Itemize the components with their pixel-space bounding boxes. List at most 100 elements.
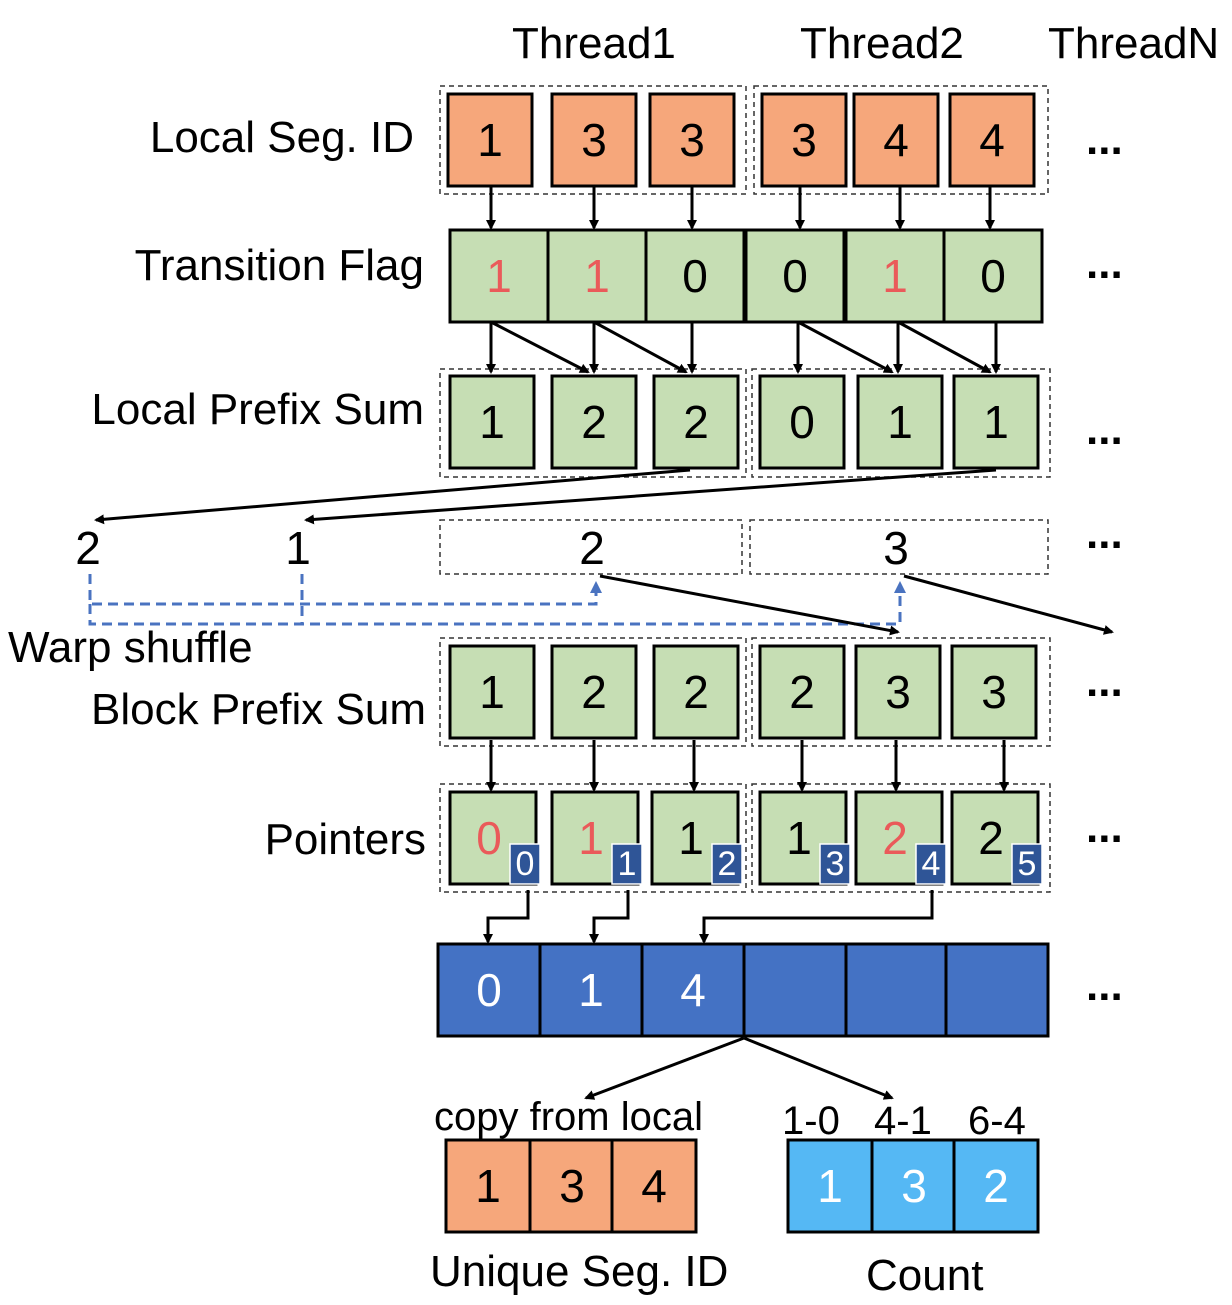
transition-flag-value: 0 <box>682 250 708 302</box>
row-label-block-prefix-sum: Block Prefix Sum <box>91 685 426 734</box>
pointer-value: 1 <box>578 812 604 864</box>
count-cell: 3 <box>870 1138 958 1234</box>
output-array-box <box>944 942 1050 1038</box>
block-prefix-sum-box <box>854 644 942 740</box>
thread-total-2: 1 <box>285 522 311 574</box>
output-array-cell: 4 <box>640 942 746 1038</box>
local-prefix-sum-box <box>550 374 638 470</box>
output-array-cell <box>742 942 848 1038</box>
warp-shuffle-arrows <box>88 574 906 626</box>
transition-flag-value: 1 <box>882 250 908 302</box>
ellipsis-offsets: ... <box>1086 509 1123 558</box>
arrows-pointers-to-output <box>483 890 934 944</box>
local-seg-id-cell: 1 <box>446 92 534 188</box>
transition-flag-cell: 1 <box>546 228 648 324</box>
transition-flag-cell: 0 <box>644 228 746 324</box>
block-prefix-sum-value: 1 <box>479 666 505 718</box>
local-prefix-sum-cell: 0 <box>758 374 846 470</box>
block-prefix-sum-cell: 2 <box>652 644 740 740</box>
count-box <box>870 1138 958 1234</box>
local-prefix-sum-value: 1 <box>983 396 1009 448</box>
pointer-index-value: 4 <box>922 845 941 883</box>
transition-flag-value: 0 <box>980 250 1006 302</box>
unique-seg-id-cell: 1 <box>444 1138 532 1234</box>
ellipsis-pointers: ... <box>1086 803 1123 852</box>
count-cell: 2 <box>952 1138 1040 1234</box>
pointer-index-box <box>611 843 643 885</box>
thread-header-1: Thread1 <box>512 19 676 68</box>
group-box-pointers-t2 <box>751 783 1051 893</box>
local-prefix-sum-box <box>448 374 536 470</box>
block-prefix-sum-cell: 2 <box>758 644 846 740</box>
output-array-cell: 0 <box>436 942 542 1038</box>
ellipsis-transition-flag: ... <box>1086 239 1123 288</box>
output-array-cell <box>944 942 1050 1038</box>
block-prefix-sum-cell: 1 <box>448 644 536 740</box>
pointer-value: 0 <box>476 812 502 864</box>
pointer-index-box <box>915 843 947 885</box>
local-seg-id-value: 4 <box>979 114 1005 166</box>
thread-offset-2: 3 <box>883 522 909 574</box>
block-prefix-sum-box <box>950 644 1038 740</box>
pointer-value: 1 <box>786 812 812 864</box>
pointer-box <box>950 790 1040 886</box>
local-seg-id-box <box>446 92 534 188</box>
block-prefix-sum-cell: 2 <box>550 644 638 740</box>
arrows-offset-propagation <box>599 574 1114 636</box>
transition-flag-cell: 0 <box>744 228 846 324</box>
local-seg-id-cell: 3 <box>648 92 736 188</box>
pointer-index-value: 3 <box>826 845 845 883</box>
transition-flag-cell: 1 <box>448 228 550 324</box>
caption-copy-from-local: copy from local <box>434 1095 703 1139</box>
output-array-box <box>436 942 542 1038</box>
group-box-block-prefix-t2 <box>751 637 1051 747</box>
count-value: 3 <box>901 1160 927 1212</box>
count-box <box>952 1138 1040 1234</box>
count-cell: 1 <box>786 1138 874 1234</box>
local-seg-id-value: 3 <box>679 114 705 166</box>
pointer-index-box <box>1011 843 1043 885</box>
thread-header-2: Thread2 <box>800 19 964 68</box>
local-seg-id-cell: 3 <box>760 92 848 188</box>
local-seg-id-cell: 4 <box>852 92 940 188</box>
output-array-box <box>742 942 848 1038</box>
local-prefix-sum-value: 1 <box>887 396 913 448</box>
count-value: 1 <box>817 1160 843 1212</box>
count-formula-3: 6-4 <box>968 1099 1026 1143</box>
local-seg-id-cell: 4 <box>948 92 1036 188</box>
local-prefix-sum-cell: 1 <box>856 374 944 470</box>
unique-seg-id-box <box>528 1138 616 1234</box>
output-array-box <box>538 942 644 1038</box>
block-prefix-sum-value: 2 <box>789 666 815 718</box>
local-prefix-sum-cell: 2 <box>550 374 638 470</box>
ellipsis-block-prefix: ... <box>1086 657 1123 706</box>
arrows-block-to-pointers <box>486 740 1009 792</box>
block-prefix-sum-cell: 3 <box>950 644 1038 740</box>
block-prefix-sum-box <box>550 644 638 740</box>
local-prefix-sum-cell: 1 <box>952 374 1040 470</box>
local-prefix-sum-box <box>758 374 846 470</box>
local-seg-id-box <box>948 92 1036 188</box>
transition-flag-value: 0 <box>782 250 808 302</box>
local-prefix-sum-value: 0 <box>789 396 815 448</box>
ellipsis-output: ... <box>1086 961 1123 1010</box>
arrows-output-split <box>584 1036 894 1100</box>
block-prefix-sum-value: 2 <box>581 666 607 718</box>
block-prefix-sum-value: 3 <box>981 666 1007 718</box>
unique-seg-id-value: 3 <box>559 1160 585 1212</box>
block-prefix-sum-box <box>448 644 536 740</box>
transition-flag-cell: 0 <box>942 228 1044 324</box>
thread-offset-1: 2 <box>579 522 605 574</box>
pointer-value: 2 <box>978 812 1004 864</box>
local-prefix-sum-cell: 2 <box>652 374 740 470</box>
row-label-local-prefix-sum: Local Prefix Sum <box>91 385 424 434</box>
